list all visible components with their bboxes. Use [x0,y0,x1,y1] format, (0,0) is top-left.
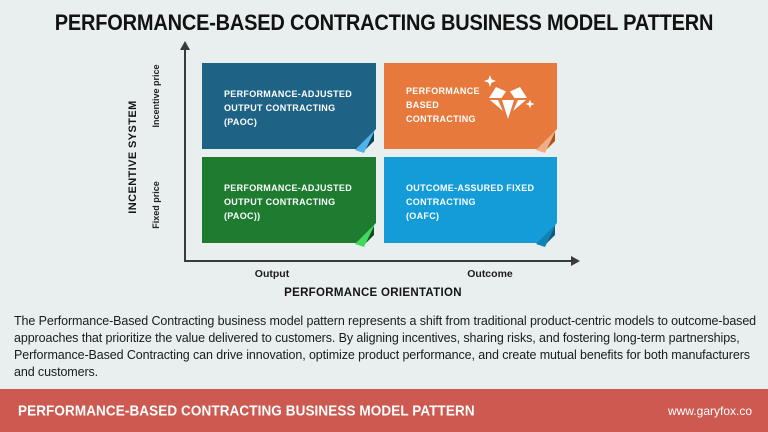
quadrant-label-line: PERFORMANCE-ADJUSTED [224,183,353,193]
diamond-sparkle-icon [484,75,535,119]
card-background [202,157,376,243]
quadrant-label-line: PERFORMANCE [406,86,480,96]
y-axis-title: INCENTIVE SYSTEM [127,100,139,214]
x-axis-title: PERFORMANCE ORIENTATION [284,287,462,299]
folded-corner-icon [536,130,556,153]
y-tick-incentive-price: Incentive price [151,64,161,128]
description-paragraph: The Performance-Based Contracting busine… [14,314,757,379]
quadrant-label-line: OUTPUT CONTRACTING [224,197,336,207]
y-axis-line [184,47,186,262]
y-axis-arrow-icon [180,41,190,50]
quadrant-label-line: OUTPUT CONTRACTING [224,103,336,113]
quadrant-label: PERFORMANCE-ADJUSTED OUTPUT CONTRACTING … [224,181,368,223]
card-background [202,63,376,149]
footer-title: PERFORMANCE-BASED CONTRACTING BUSINESS M… [18,402,475,419]
quadrant-paoc-top: PERFORMANCE-ADJUSTED OUTPUT CONTRACTING … [202,63,376,153]
quadrant-oafc: OUTCOME-ASSURED FIXED CONTRACTING (OAFC) [384,157,557,247]
quadrant-label-line: BASED [406,100,440,110]
y-tick-fixed-price: Fixed price [151,181,161,229]
x-axis-line [184,260,574,262]
page-title: PERFORMANCE-BASED CONTRACTING BUSINESS M… [54,11,714,36]
folded-corner-icon [536,224,556,247]
footer-website: www.garyfox.co [667,403,752,418]
x-tick-output: Output [254,268,290,280]
card-background [384,157,557,243]
footer-bar: PERFORMANCE-BASED CONTRACTING BUSINESS M… [0,389,768,432]
quadrant-label-line: PERFORMANCE-ADJUSTED [224,89,353,99]
quadrant-label-line: (OAFC) [406,211,440,221]
x-tick-outcome: Outcome [467,268,513,280]
x-axis-arrow-icon [571,256,580,266]
folded-corner-icon [355,224,375,247]
folded-corner-icon [355,130,375,153]
quadrant-label: PERFORMANCE-ADJUSTED OUTPUT CONTRACTING … [224,87,368,129]
quadrant-label-line: (PAOC)) [224,211,261,221]
quadrant-label-line: CONTRACTING [406,114,476,124]
quadrant-label: OUTCOME-ASSURED FIXED CONTRACTING (OAFC) [406,181,549,223]
quadrant-performance-based-contracting: PERFORMANCE BASED CONTRACTING [384,63,557,153]
card-background [384,63,557,149]
quadrant-label-line: CONTRACTING [406,197,476,207]
quadrant-label: PERFORMANCE BASED CONTRACTING [406,84,549,126]
quadrant-paoc-bottom: PERFORMANCE-ADJUSTED OUTPUT CONTRACTING … [202,157,376,247]
quadrant-label-line: (PAOC) [224,117,258,127]
quadrant-label-line: OUTCOME-ASSURED FIXED [406,183,535,193]
